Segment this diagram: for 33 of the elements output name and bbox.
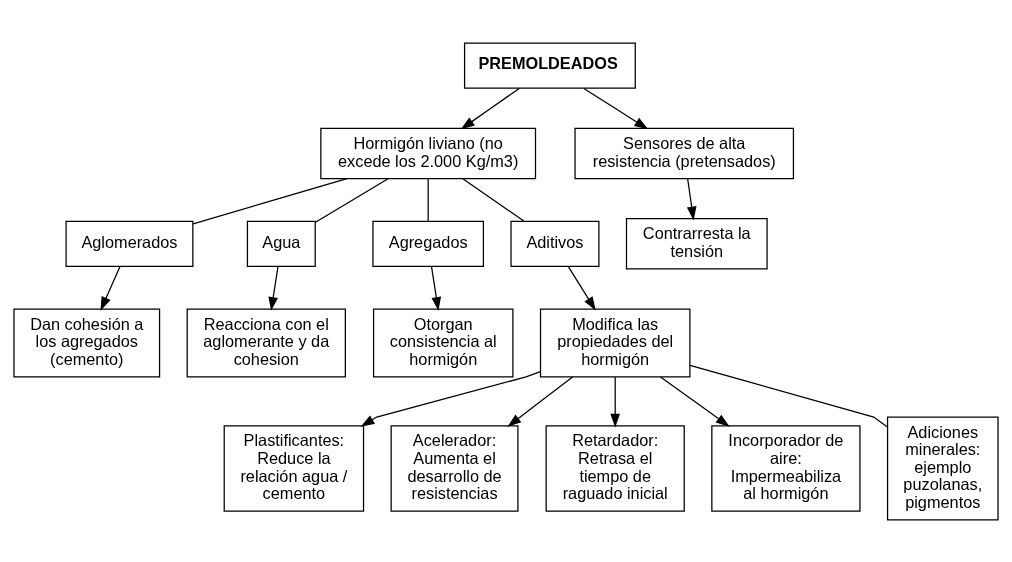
node-box: Otorgan consistencia al hormigón — [372, 308, 514, 377]
arrow — [567, 265, 596, 311]
arrow — [583, 87, 649, 129]
arrow — [430, 265, 442, 311]
node-box: Retardador: Retrasa el tiempo de raguado inicial — [545, 424, 685, 512]
arrow — [460, 87, 520, 129]
connector — [192, 177, 348, 224]
arrow — [100, 265, 121, 311]
arrow — [659, 375, 730, 427]
node-box: Modifica las propiedades del hormigón — [539, 308, 691, 377]
connector — [427, 177, 429, 222]
arrow — [610, 375, 621, 428]
arrow — [507, 375, 574, 427]
node-box: Dan cohesión a los agregados (cemento) — [13, 308, 161, 377]
node-box: Agregados — [372, 220, 485, 267]
node-box: PREMOLDEADOS — [463, 41, 636, 89]
node-box: Plastificantes: Reduce la relación agua / cemento — [223, 424, 365, 512]
node-box: Adiciones minerales: ejemplo puzolanas, pigmentos — [886, 415, 999, 521]
node-box: Contrarresta la tensión — [625, 217, 768, 270]
node-box: Acelerador: Aumenta el desarrollo de resistencias — [390, 424, 519, 512]
node-box: Incorporador de aire: Impermeabiliza al hormigón — [711, 424, 861, 512]
node-box: Agua — [246, 220, 316, 267]
connector — [314, 177, 389, 223]
connector — [462, 177, 525, 222]
connector — [689, 364, 889, 428]
arrow — [686, 177, 697, 220]
node-box: Aditivos — [510, 220, 600, 267]
node-box: Hormigón liviano (no excede los 2.000 Kg/m3) — [320, 127, 537, 179]
arrow — [360, 370, 542, 427]
node-box: Reacciona con el aglomerante y da cohesion — [186, 308, 346, 377]
node-box: Aglomerados — [65, 220, 194, 267]
node-box: Sensores de alta resistencia (pretensados) — [574, 127, 795, 179]
arrow — [268, 265, 279, 311]
